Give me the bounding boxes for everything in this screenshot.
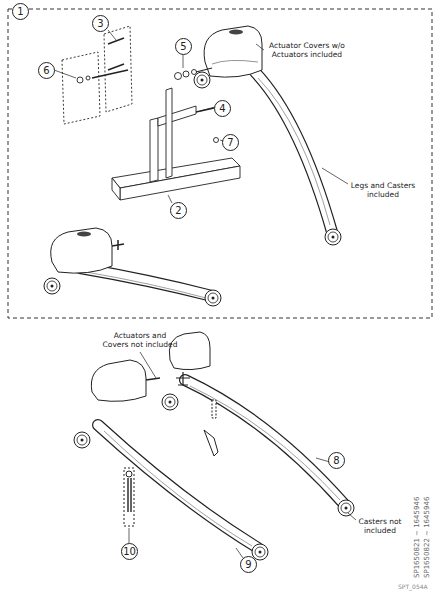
part-note: Casters not included (350, 518, 410, 535)
part-note: SP1650821 ~ 1645946 (413, 497, 421, 578)
callout-number: 1 (12, 3, 29, 20)
part-note: Actuators and Covers not included (100, 332, 180, 349)
callout-number: 4 (214, 100, 231, 117)
callout-number: 3 (92, 15, 109, 32)
part-note: SPT_054A (398, 584, 428, 591)
left-leg-assembly (44, 228, 221, 306)
callout-number: 8 (328, 452, 345, 469)
callout-number: 10 (121, 543, 138, 560)
callout-number: 7 (222, 134, 239, 151)
callout-number: 2 (170, 202, 187, 219)
part-note: Legs and Casters included (350, 182, 416, 199)
part-note: Actuator Covers w/o Actuators included (264, 42, 350, 59)
part-note: SP1650822 ~ 1645946 (423, 497, 431, 578)
leader-lines-bottom (129, 352, 356, 558)
callout-number: 9 (240, 556, 257, 573)
base-frame (62, 26, 240, 200)
bottom-legs (74, 332, 354, 560)
callout-number: 5 (175, 38, 192, 55)
right-leg-assembly (194, 26, 341, 245)
assembly-box (8, 9, 432, 318)
callout-number: 6 (38, 62, 55, 79)
